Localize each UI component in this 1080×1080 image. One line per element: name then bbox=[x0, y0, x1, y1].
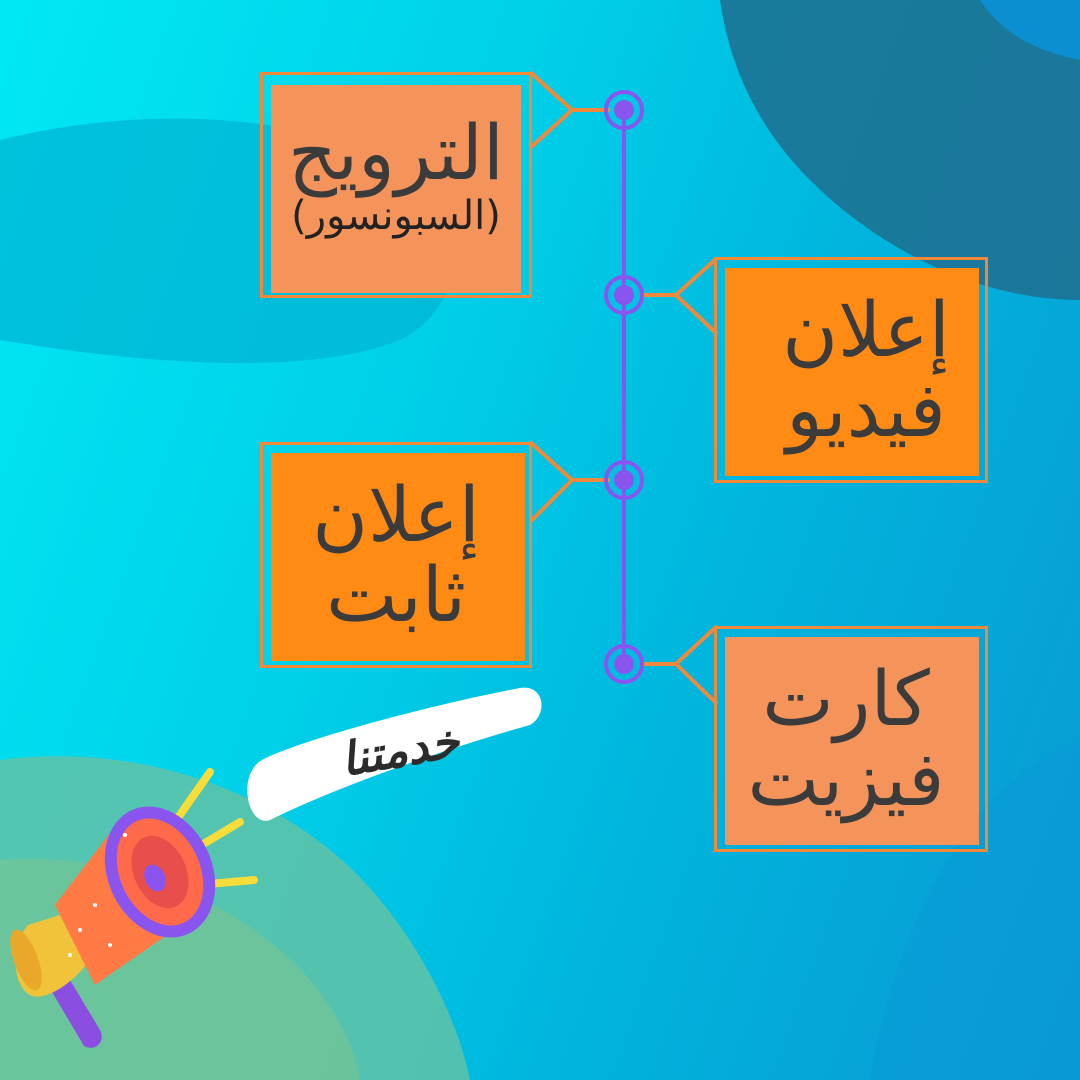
timeline-node-2 bbox=[604, 275, 644, 315]
static-ad-line2: ثابت bbox=[325, 550, 467, 639]
physical-card-line2: فيزيت bbox=[747, 734, 945, 823]
card-promotion: الترويج (السبونسور) bbox=[260, 72, 532, 298]
card-static-ad: إعلان ثابت bbox=[260, 442, 532, 668]
physical-card-line1: كارت bbox=[762, 654, 930, 744]
static-ad-line1: إعلان bbox=[312, 470, 480, 560]
video-ad-line2: فيديو bbox=[786, 365, 946, 454]
card-video-ad: إعلان فيديو bbox=[714, 257, 988, 483]
timeline-node-1 bbox=[604, 90, 644, 130]
promotion-title: الترويج bbox=[287, 108, 505, 198]
timeline-node-3 bbox=[604, 460, 644, 500]
card-physical-card: كارت فيزيت bbox=[714, 626, 988, 852]
promotion-subtitle: (السبونسور) bbox=[291, 192, 501, 239]
video-ad-line1: إعلان bbox=[782, 285, 950, 375]
timeline-node-4 bbox=[604, 644, 644, 684]
